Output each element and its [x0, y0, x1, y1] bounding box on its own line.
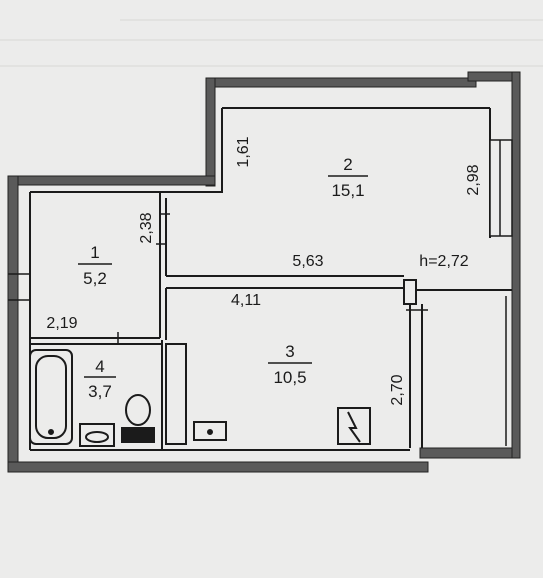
window [489, 139, 513, 446]
background-lines [0, 19, 543, 67]
bathtub-icon [29, 349, 73, 445]
vent-shaft [165, 343, 187, 445]
room-3-area: 10,5 [273, 368, 306, 387]
toilet-icon [121, 394, 155, 443]
room-4-number: 4 [95, 357, 104, 376]
room-1-number: 1 [90, 243, 99, 262]
dimension-ticks [117, 213, 428, 344]
room-4-area: 3,7 [88, 382, 112, 401]
room-2-number: 2 [343, 155, 352, 174]
window-left [8, 273, 30, 301]
dim-2-98: 2,98 [465, 164, 482, 195]
room-1-area: 5,2 [83, 269, 107, 288]
dim-1-61: 1,61 [235, 136, 252, 167]
kitchen-sink-icon [193, 421, 227, 441]
interior-walls [29, 107, 512, 451]
dim-4-11: 4,11 [231, 292, 261, 309]
room-2-area: 15,1 [331, 181, 364, 200]
sink-icon [79, 423, 115, 447]
dim-2-70: 2,70 [389, 374, 406, 405]
electric-panel-icon [337, 407, 371, 445]
dim-2-19: 2,19 [46, 315, 77, 332]
walls [7, 71, 521, 473]
room-3-number: 3 [285, 342, 294, 361]
ceiling-height: h=2,72 [419, 253, 468, 270]
dim-2-38: 2,38 [138, 212, 155, 243]
dim-5-63: 5,63 [292, 253, 323, 270]
